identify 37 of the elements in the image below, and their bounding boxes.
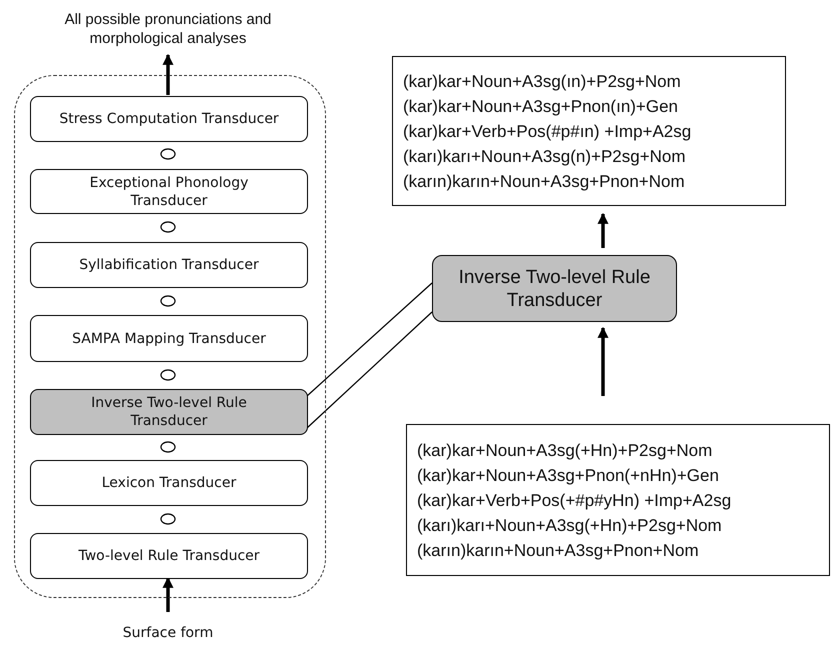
transducer-label: Two-level Rule Transducer xyxy=(78,547,260,565)
transducer-label: Inverse Two-level Rule Transducer xyxy=(458,266,652,312)
analysis-line: (kar)kar+Noun+A3sg+Pnon(+nHn)+Gen xyxy=(417,464,719,486)
transducer-box xyxy=(30,169,308,214)
transducer-label: Stress Computation Transducer xyxy=(59,110,279,128)
transducer-box xyxy=(30,96,308,142)
dashed-group-outline xyxy=(14,75,326,598)
analysis-box xyxy=(406,424,830,576)
transducer-label: Lexicon Transducer xyxy=(102,474,236,492)
analysis-line: (kar)kar+Noun+A3sg(ın)+P2sg+Nom xyxy=(403,70,681,92)
transducer-label: Inverse Two-level Rule Transducer xyxy=(90,394,248,430)
transducer-label: Exceptional Phonology Transducer xyxy=(88,174,250,210)
analysis-line: (kar)kar+Verb+Pos(#p#ın) +Imp+A2sg xyxy=(403,120,692,142)
zoom-line xyxy=(306,282,432,396)
analysis-line: (kar)kar+Noun+A3sg+Pnon(ın)+Gen xyxy=(403,96,678,118)
caption-text: All possible pronunciations and morphological analyses xyxy=(64,10,272,48)
analysis-line: (karı)karı+Noun+A3sg(+Hn)+P2sg+Nom xyxy=(417,514,722,536)
arrow xyxy=(162,576,174,612)
analysis-line: (kar)kar+Verb+Pos(+#p#yHn) +Imp+A2sg xyxy=(417,490,732,512)
analysis-line: (karın)karın+Noun+A3sg+Pnon+Nom xyxy=(417,540,699,562)
transducer-label: Syllabification Transducer xyxy=(79,256,259,274)
analysis-line: (kar)kar+Noun+A3sg(+Hn)+P2sg+Nom xyxy=(417,440,712,462)
analysis-line: (karı)karı+Noun+A3sg(n)+P2sg+Nom xyxy=(403,146,686,168)
zoom-line xyxy=(306,312,432,428)
arrow xyxy=(598,212,608,248)
transducer-box xyxy=(30,460,308,506)
transducer-box xyxy=(30,242,308,288)
highlighted-transducer-box xyxy=(432,255,677,322)
highlighted-transducer-box xyxy=(30,389,308,435)
caption-text: Surface form xyxy=(122,624,214,642)
arrow xyxy=(162,54,174,95)
arrow xyxy=(598,326,608,396)
analysis-box xyxy=(392,56,786,206)
transducer-label: SAMPA Mapping Transducer xyxy=(72,330,266,348)
analysis-line: (karın)karın+Noun+A3sg+Pnon+Nom xyxy=(403,170,685,192)
transducer-box xyxy=(30,315,308,362)
transducer-box xyxy=(30,533,308,579)
